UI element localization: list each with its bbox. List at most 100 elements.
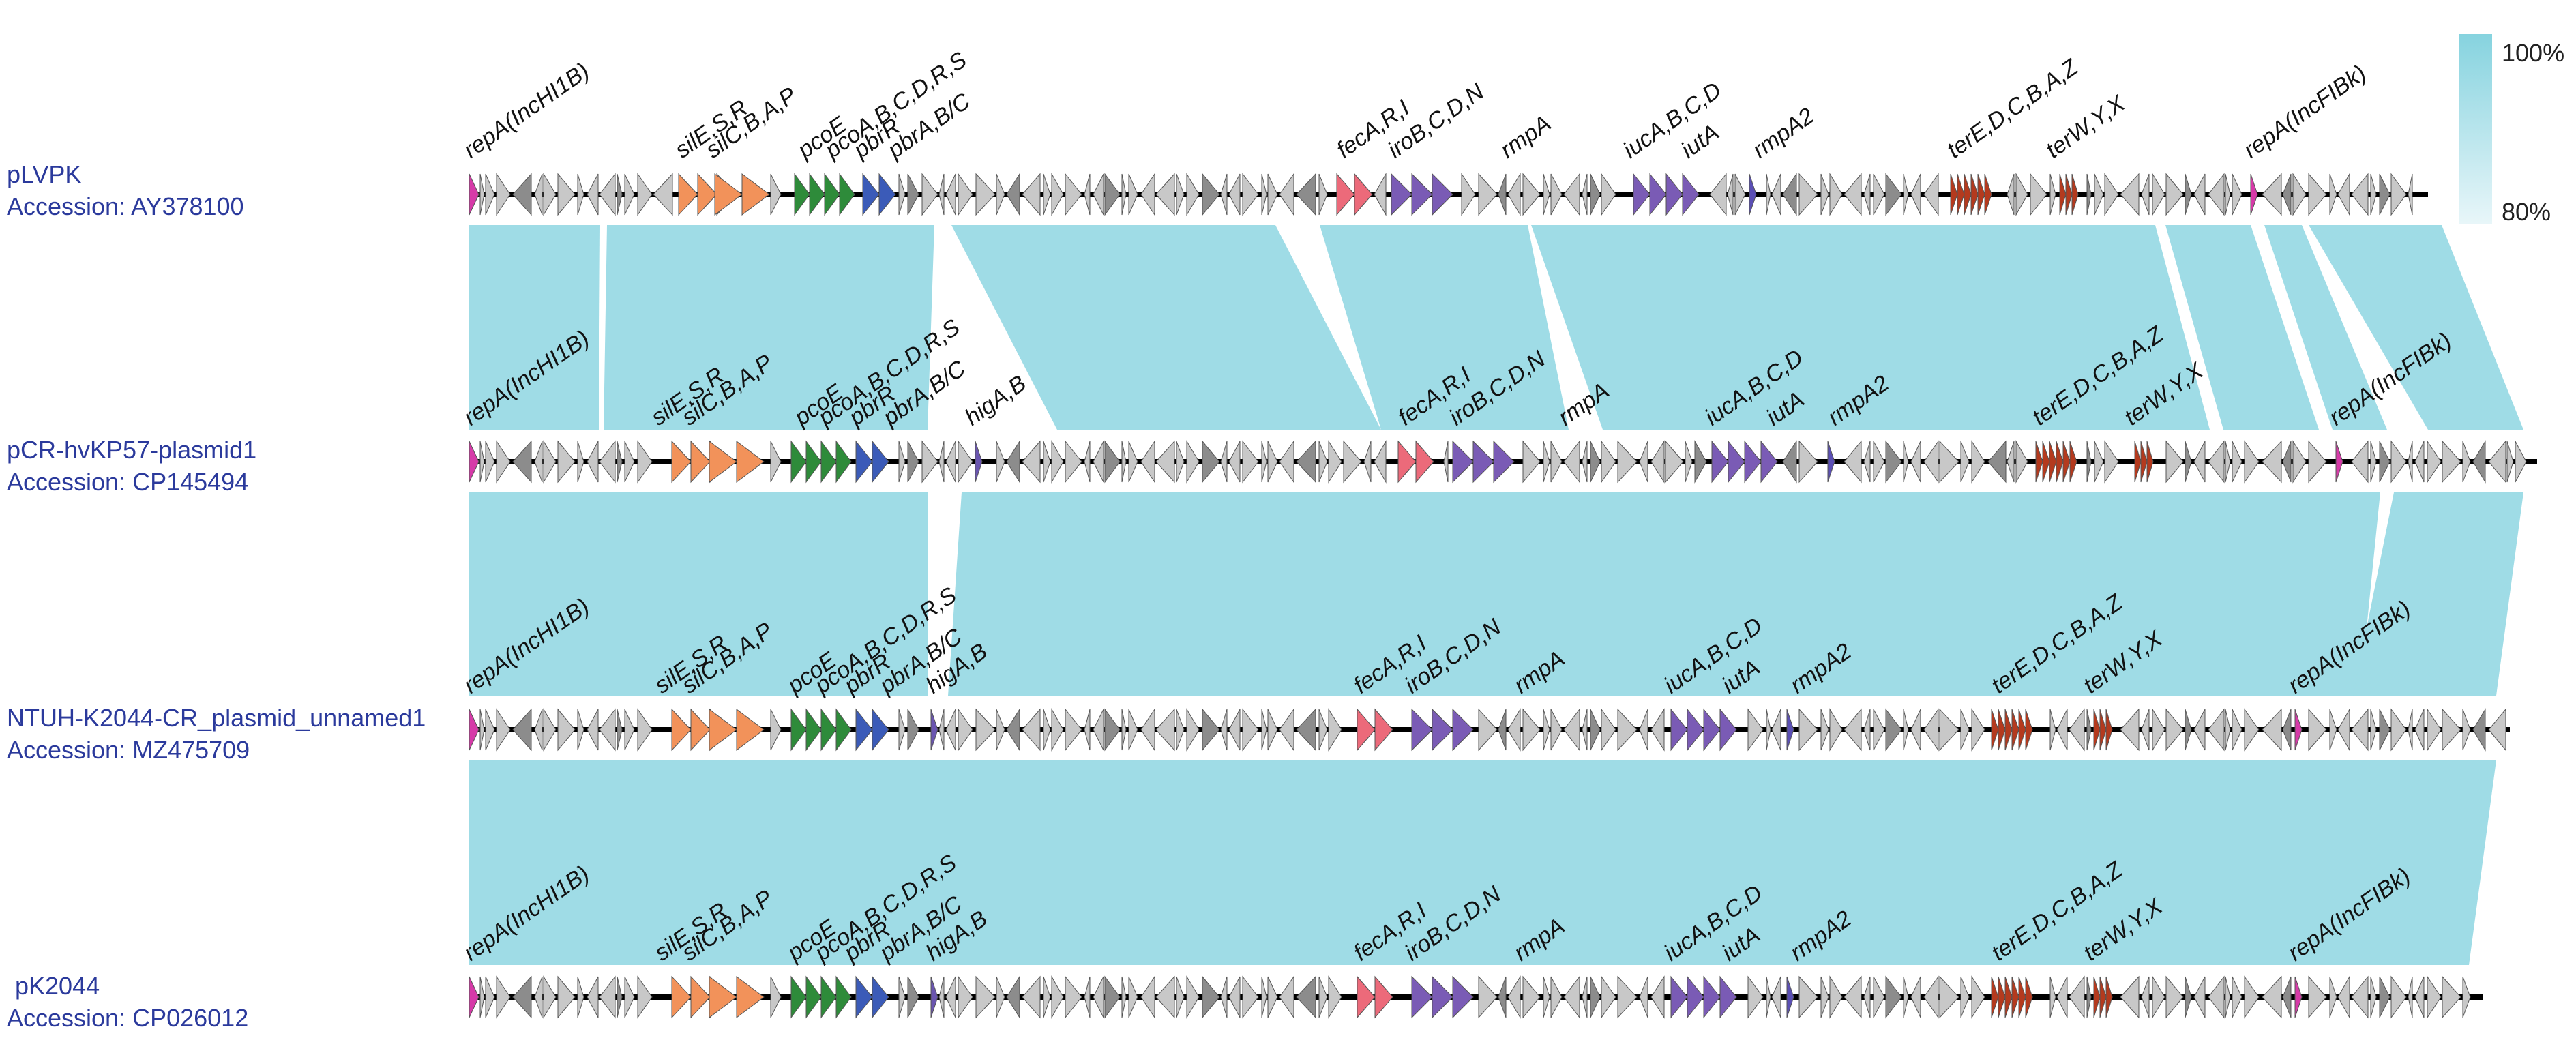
gene-arrow	[2335, 441, 2343, 483]
gene-arrow	[1006, 173, 1020, 216]
gene-arrow	[1522, 173, 1541, 216]
gene-arrow	[1829, 708, 1843, 752]
gene-arrow	[1065, 708, 1082, 752]
gene-arrow	[2329, 709, 2337, 751]
gene-arrow	[1987, 440, 2007, 484]
gene-arrow	[1747, 975, 1764, 1019]
gene-arrow	[1128, 441, 1138, 483]
gene-arrow	[496, 440, 511, 484]
gene-arrow	[805, 975, 822, 1019]
gene-arrow	[1766, 709, 1771, 751]
gene-arrow	[824, 173, 840, 216]
gene-arrow	[1590, 173, 1601, 216]
gene-arrow	[839, 173, 855, 216]
gene-arrow	[790, 975, 807, 1019]
gene-arrow	[1786, 709, 1794, 751]
gene-label: repA(IncHI1B)	[459, 58, 594, 164]
gene-arrow	[479, 976, 485, 1018]
gene-arrow	[1617, 440, 1638, 484]
track-3-name: NTUH-K2044-CR_plasmid_unnamed1	[7, 704, 426, 732]
gene-arrow	[2337, 173, 2350, 216]
gene-arrow	[1601, 440, 1616, 484]
gene-arrow	[1786, 976, 1794, 1018]
gene-arrow	[534, 976, 543, 1018]
gene-arrow	[2370, 709, 2377, 751]
gene-arrow	[1665, 173, 1683, 216]
gene-arrow	[1960, 441, 1970, 483]
gene-arrow	[1766, 173, 1771, 216]
gene-arrow	[1910, 441, 1921, 483]
track-1-name: pLVPK	[7, 160, 81, 188]
gene-arrow	[2379, 173, 2390, 216]
gene-arrow	[872, 975, 889, 1019]
gene-arrow	[907, 173, 919, 216]
gene-arrow	[1687, 975, 1704, 1019]
gene-arrow	[1343, 440, 1362, 484]
gene-arrow	[557, 975, 576, 1019]
gene-arrow	[1563, 173, 1580, 216]
gene-arrow	[1727, 173, 1734, 216]
gene-arrow	[1228, 441, 1241, 483]
gene-arrow	[1104, 975, 1121, 1019]
gene-arrow	[958, 440, 973, 484]
gene-arrow	[469, 976, 479, 1018]
gene-arrow	[577, 441, 584, 483]
gene-arrow	[1633, 173, 1650, 216]
gene-arrow	[496, 975, 511, 1019]
gene-arrow	[1991, 709, 1999, 751]
gene-arrow	[1582, 441, 1588, 483]
gene-arrow	[485, 173, 495, 216]
gene-arrow	[1687, 708, 1704, 752]
gene-arrow	[2351, 173, 2369, 216]
gene-arrow	[1498, 173, 1507, 216]
gene-arrow	[975, 173, 996, 216]
gene-arrow	[2308, 440, 2327, 484]
gene-arrow	[2018, 976, 2026, 1018]
gene-arrow	[1374, 173, 1387, 216]
gene-arrow	[2094, 441, 2104, 483]
gene-arrow	[1670, 975, 1688, 1019]
gene-arrow	[485, 709, 495, 751]
gene-arrow	[2193, 441, 2206, 483]
gene-arrow	[653, 173, 673, 216]
gene-arrow	[1563, 440, 1580, 484]
gene-arrow	[1957, 173, 1965, 216]
gene-arrow	[1296, 708, 1316, 752]
gene-arrow	[485, 976, 495, 1018]
gene-arrow	[2120, 975, 2140, 1019]
gene-arrow	[1703, 708, 1721, 752]
gene-arrow	[2244, 708, 2260, 752]
gene-arrow	[2427, 440, 2442, 484]
gene-arrow	[2071, 173, 2079, 216]
gene-arrow	[2049, 976, 2056, 1018]
gene-arrow	[1582, 173, 1588, 216]
gene-arrow	[2308, 708, 2327, 752]
gene-arrow	[2488, 440, 2506, 484]
gene-arrow	[1798, 173, 1818, 216]
gene-arrow	[2232, 173, 2242, 216]
gene-arrow	[1550, 976, 1563, 1018]
gene-arrow	[1140, 975, 1155, 1019]
gene-arrow	[1923, 975, 1939, 1019]
gene-arrow	[1296, 173, 1316, 216]
gene-arrow	[587, 441, 599, 483]
gene-arrow	[2120, 173, 2140, 216]
gene-arrow	[1771, 709, 1781, 751]
gene-arrow	[2152, 975, 2165, 1019]
gene-arrow	[2379, 976, 2390, 1018]
gene-arrow	[1543, 441, 1550, 483]
gene-arrow	[2011, 709, 2019, 751]
gene-arrow	[709, 976, 737, 1018]
gene-arrow	[2185, 976, 2192, 1018]
gene-arrow	[820, 975, 837, 1019]
gene-arrow	[938, 709, 945, 751]
gene-arrow	[2056, 709, 2068, 751]
gene-arrow	[2232, 709, 2242, 751]
gene-arrow	[1522, 708, 1541, 752]
gene-label: iucA,B,C,D	[1618, 77, 1726, 163]
gene-arrow	[2414, 976, 2425, 1018]
gene-arrow	[1391, 173, 1412, 216]
gene-arrow	[1443, 441, 1449, 483]
gene-arrow	[1432, 173, 1453, 216]
gene-arrow	[1863, 173, 1871, 216]
